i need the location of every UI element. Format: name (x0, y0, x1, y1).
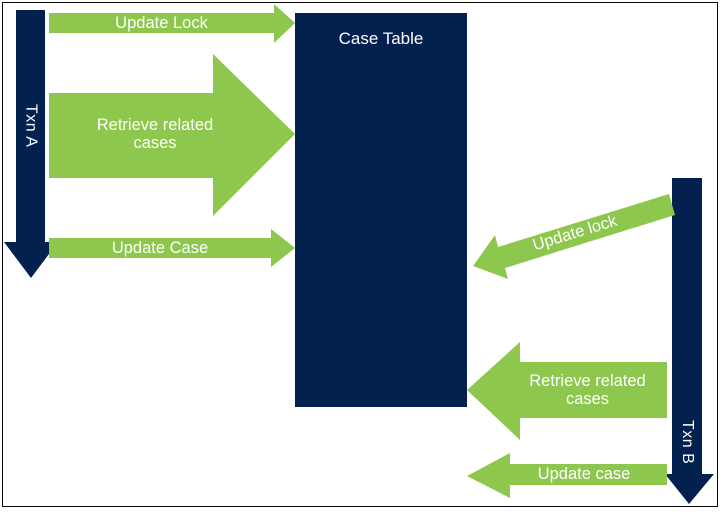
case-table-box (295, 13, 467, 407)
txn-a-arrow-shape (4, 10, 58, 278)
txn-b-arrow-shape (665, 178, 714, 504)
update-case-b-arrow-shape (467, 453, 667, 498)
update-lock-a-arrow-shape (49, 4, 295, 43)
update-case-a-arrow-shape (49, 229, 295, 267)
retrieve-cases-a-arrow-shape (49, 54, 295, 216)
update-lock-b-arrow-shape (473, 194, 675, 279)
retrieve-cases-b-arrow-shape (467, 342, 667, 440)
